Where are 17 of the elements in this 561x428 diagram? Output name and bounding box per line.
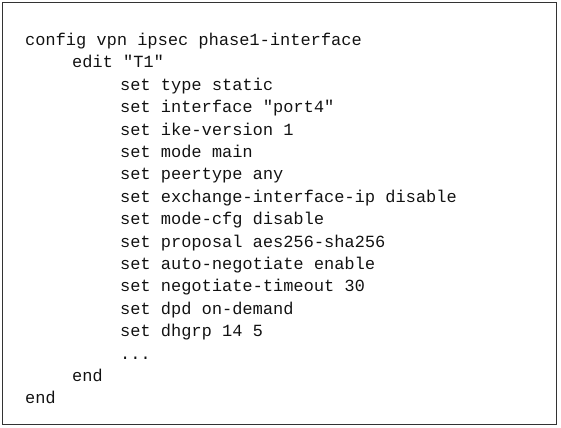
code-line: set auto-negotiate enable <box>120 256 376 276</box>
code-line: set mode main <box>120 144 253 164</box>
code-line: set mode-cfg disable <box>120 211 324 232</box>
code-line: end <box>25 390 56 410</box>
code-line: set peertype any <box>120 166 284 186</box>
code-line: set negotiate-timeout 30 <box>120 278 365 298</box>
code-line: set dhgrp 14 5 <box>120 323 263 344</box>
code-line: set exchange-interface-ip disable <box>120 188 457 209</box>
code-line: set type static <box>120 76 274 97</box>
code-line: ... <box>120 346 151 366</box>
code-line: set dpd on-demand <box>120 300 294 321</box>
code-line: config vpn ipsec phase1-interface <box>25 32 362 52</box>
code-line: edit "T1" <box>72 54 164 74</box>
code-line: set ike-version 1 <box>120 122 294 142</box>
code-line: end <box>72 368 103 388</box>
code-line: set proposal aes256-sha256 <box>120 234 386 254</box>
code-line: set interface "port4" <box>120 99 334 120</box>
